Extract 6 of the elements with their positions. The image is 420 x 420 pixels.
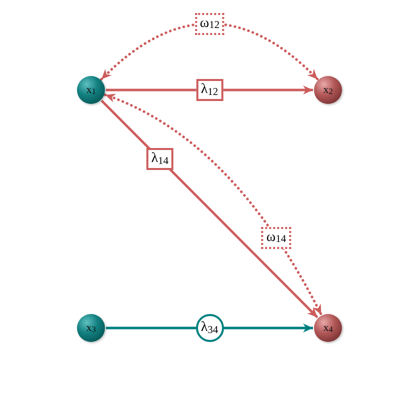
dotted-arrow	[100, 22, 319, 81]
edge-label: ω$_{12}$	[194, 12, 225, 35]
edge-label: λ$_{34}$	[196, 314, 224, 342]
edge-label: λ$_{12}$	[196, 79, 224, 101]
edge-label: ω$_{14}$	[261, 226, 292, 249]
edge-label: λ$_{14}$	[146, 148, 174, 170]
